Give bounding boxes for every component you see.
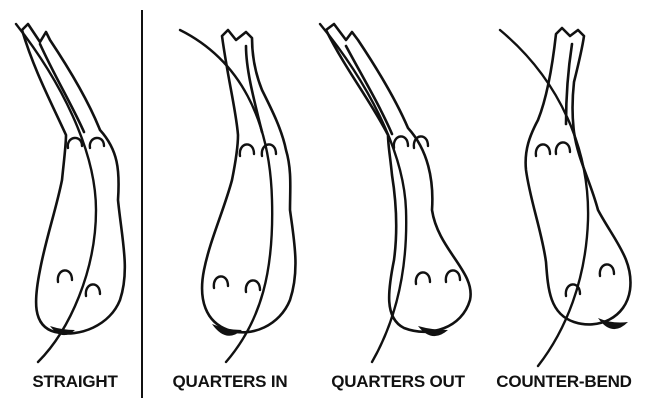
front-hoof-mark	[240, 144, 276, 156]
horse-body-outline	[326, 24, 471, 332]
hind-hoof-mark	[566, 264, 614, 296]
front-hoof-mark	[536, 142, 570, 156]
horse-neck-line	[566, 44, 572, 124]
label-straight: STRAIGHT	[15, 368, 135, 396]
label-quarters-out: QUARTERS OUT	[312, 368, 484, 396]
front-hoof-mark	[394, 136, 428, 148]
label-quarters-in: QUARTERS IN	[150, 368, 310, 396]
horse-quarters-in	[180, 30, 295, 362]
horse-body-outline	[22, 24, 125, 333]
label-counter-bend: COUNTER-BEND	[484, 368, 644, 396]
horse-straight	[16, 24, 125, 362]
hind-hoof-mark	[416, 270, 460, 284]
horse-quarters-out	[320, 24, 471, 362]
horse-counter-bend	[500, 28, 631, 366]
hind-hoof-mark	[58, 270, 100, 296]
hind-hoof-mark	[214, 276, 260, 292]
